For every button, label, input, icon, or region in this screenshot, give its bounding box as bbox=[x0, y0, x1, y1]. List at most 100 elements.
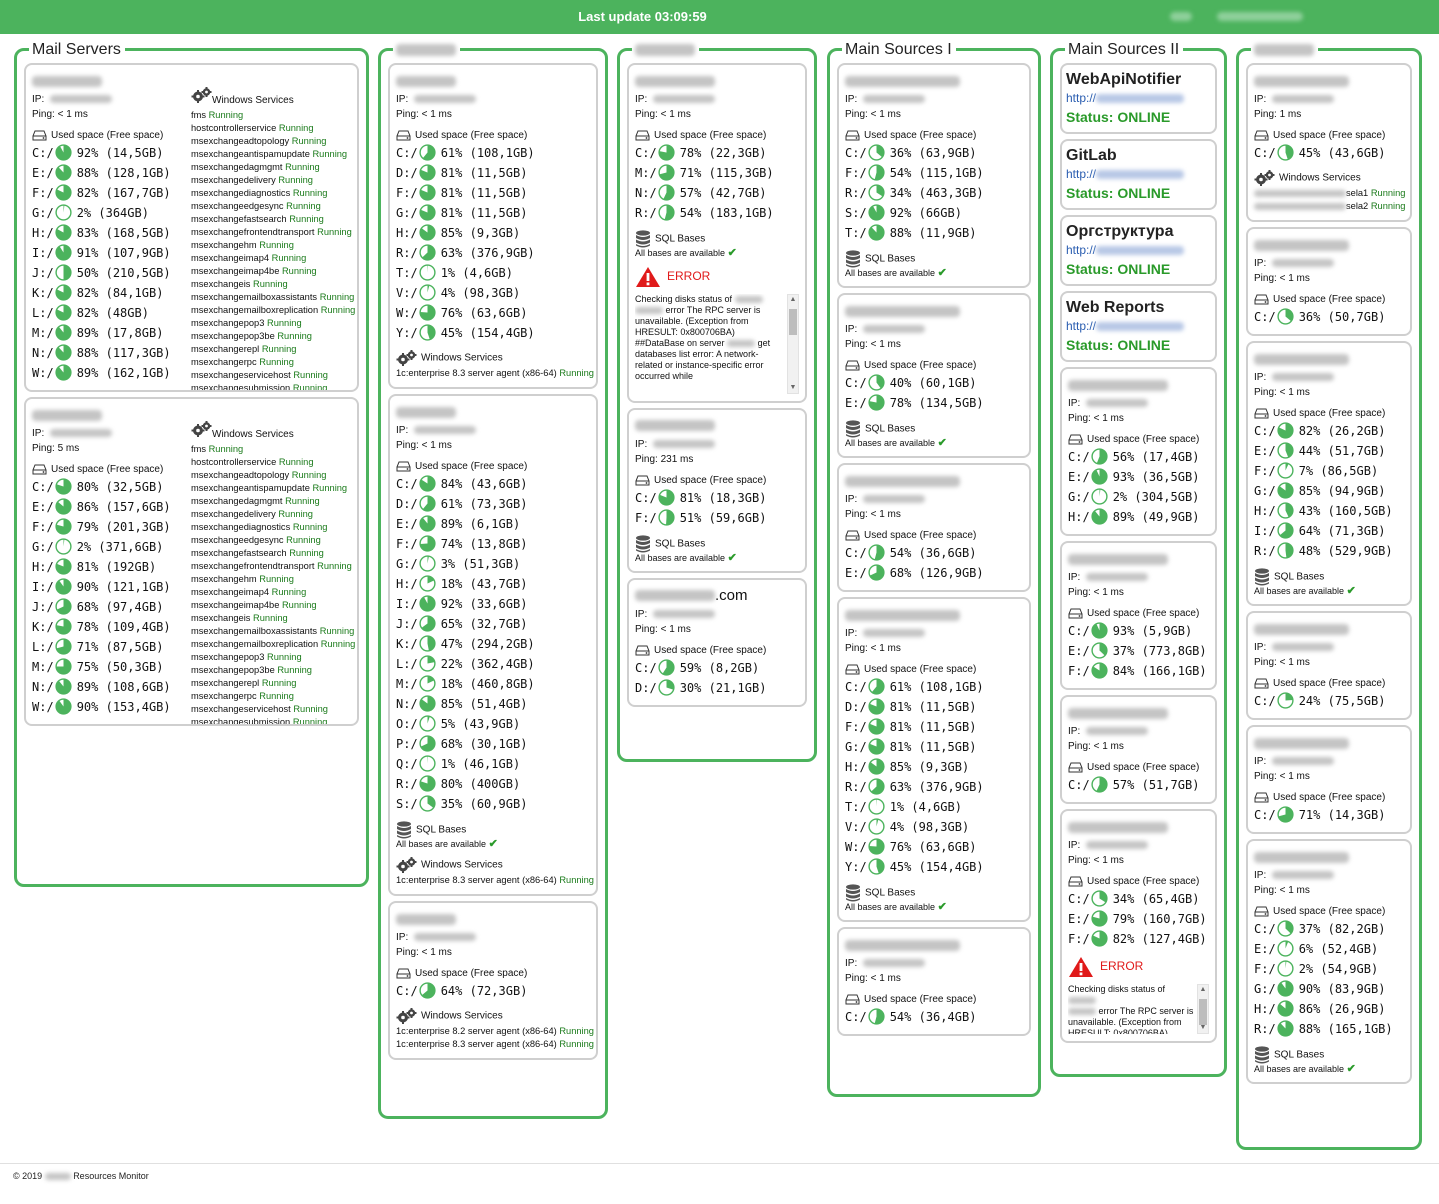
drive-used: 18% bbox=[440, 677, 463, 691]
service-row: msexchangeis Running bbox=[191, 612, 357, 625]
sql-bases: SQL Bases bbox=[845, 884, 1025, 902]
web-service-link[interactable]: http:// bbox=[1066, 165, 1211, 184]
scroll-down-icon[interactable]: ▼ bbox=[789, 383, 797, 391]
drive-letter: T:/ bbox=[845, 226, 867, 240]
drive-letter: C:/ bbox=[1068, 778, 1090, 792]
usage-pie-icon bbox=[55, 184, 72, 201]
service-status: Running bbox=[292, 188, 328, 198]
server-ip: IP: bbox=[845, 956, 1025, 971]
web-service-card[interactable]: GitLab http:// Status: ONLINE bbox=[1060, 139, 1217, 210]
windows-services-heading: Windows Services bbox=[396, 350, 592, 366]
drive-used: 83% bbox=[76, 226, 99, 240]
usage-pie-icon bbox=[55, 324, 72, 341]
service-status: Running bbox=[259, 240, 294, 250]
error-scrollbar[interactable]: ▲▼ bbox=[1197, 983, 1209, 1034]
drive-letter: C:/ bbox=[845, 546, 867, 560]
usage-pie-icon bbox=[419, 304, 436, 321]
service-status: Running bbox=[559, 875, 594, 885]
service-name: 1c:enterprise 8.3 server agent (x86-64) bbox=[396, 875, 557, 885]
drive-used: 85% bbox=[440, 226, 463, 240]
usage-pie-icon bbox=[1277, 1020, 1294, 1037]
server-ping: Ping: < 1 ms bbox=[635, 109, 691, 120]
web-service-card[interactable]: Web Reports http:// Status: ONLINE bbox=[1060, 291, 1217, 362]
service-status: Running bbox=[208, 444, 244, 454]
error-scrollbar[interactable]: ▲▼ bbox=[787, 293, 799, 394]
server-ip: IP: bbox=[396, 423, 592, 438]
drive-row: I:/91% (107,9GB) bbox=[32, 244, 171, 261]
service-name: msexchangehm bbox=[191, 574, 257, 584]
ip-value bbox=[1272, 259, 1335, 268]
web-service-card[interactable]: Оргструктура http:// Status: ONLINE bbox=[1060, 215, 1217, 286]
scroll-up-icon[interactable]: ▲ bbox=[789, 295, 797, 303]
scroll-up-icon[interactable]: ▲ bbox=[1199, 985, 1207, 993]
web-service-link[interactable]: http:// bbox=[1066, 317, 1211, 336]
drive-used: 43% bbox=[1298, 504, 1321, 518]
server-name bbox=[845, 474, 1025, 488]
service-row: msexchangeedgesync Running bbox=[191, 534, 357, 547]
web-service-link[interactable]: http:// bbox=[1066, 89, 1211, 108]
ping-value: 5 ms bbox=[57, 443, 80, 454]
web-service-link[interactable]: http:// bbox=[1066, 241, 1211, 260]
disk-icon bbox=[1254, 678, 1269, 689]
error-message[interactable]: Checking disks status of error The RPC s… bbox=[635, 293, 801, 394]
drive-letter: W:/ bbox=[32, 700, 54, 714]
drive-free: 11,5GB bbox=[476, 186, 521, 200]
web-service-card[interactable]: WebApiNotifier http:// Status: ONLINE bbox=[1060, 63, 1217, 134]
drive-free: 63,9GB bbox=[925, 146, 970, 160]
drive-used: 89% bbox=[1112, 510, 1135, 524]
usage-pie-icon bbox=[658, 659, 675, 676]
drive-row: E:/6% (52,4GB) bbox=[1254, 940, 1379, 957]
server-ping: Ping: < 1 ms bbox=[396, 947, 452, 958]
server-ip: IP: bbox=[845, 92, 1025, 107]
drive-used: 68% bbox=[440, 737, 463, 751]
service-row: 1c:enterprise 8.3 server agent (x86-64) … bbox=[396, 874, 594, 887]
ip-value bbox=[50, 95, 113, 104]
drive-used: 37% bbox=[1112, 644, 1135, 658]
usage-pie-icon bbox=[1091, 662, 1108, 679]
drive-row: C:/36% (63,9GB) bbox=[845, 144, 977, 161]
drive-letter: I:/ bbox=[32, 246, 54, 260]
usage-pie-icon bbox=[1091, 448, 1108, 465]
service-status: Running bbox=[292, 522, 328, 532]
scroll-down-icon[interactable]: ▼ bbox=[1199, 1023, 1207, 1031]
service-status: Running bbox=[253, 613, 288, 623]
drive-used: 22% bbox=[440, 657, 463, 671]
server-name bbox=[1254, 352, 1406, 366]
service-status: Running bbox=[293, 704, 328, 714]
server-name bbox=[845, 304, 1025, 318]
error-message[interactable]: Checking disks status of error The RPC s… bbox=[1068, 983, 1211, 1034]
drive-row: D:/81% (11,5GB) bbox=[396, 164, 528, 181]
group-main-sources-2: Main Sources II WebApiNotifier http:// S… bbox=[1050, 40, 1227, 1077]
usage-pie-icon bbox=[419, 144, 436, 161]
check-icon: ✔ bbox=[937, 901, 947, 913]
service-status: Running bbox=[559, 368, 594, 378]
drive-letter: F:/ bbox=[32, 186, 54, 200]
service-row: msexchangeservicehost Running bbox=[191, 703, 357, 716]
drive-row: C:/84% (43,6GB) bbox=[396, 475, 528, 492]
